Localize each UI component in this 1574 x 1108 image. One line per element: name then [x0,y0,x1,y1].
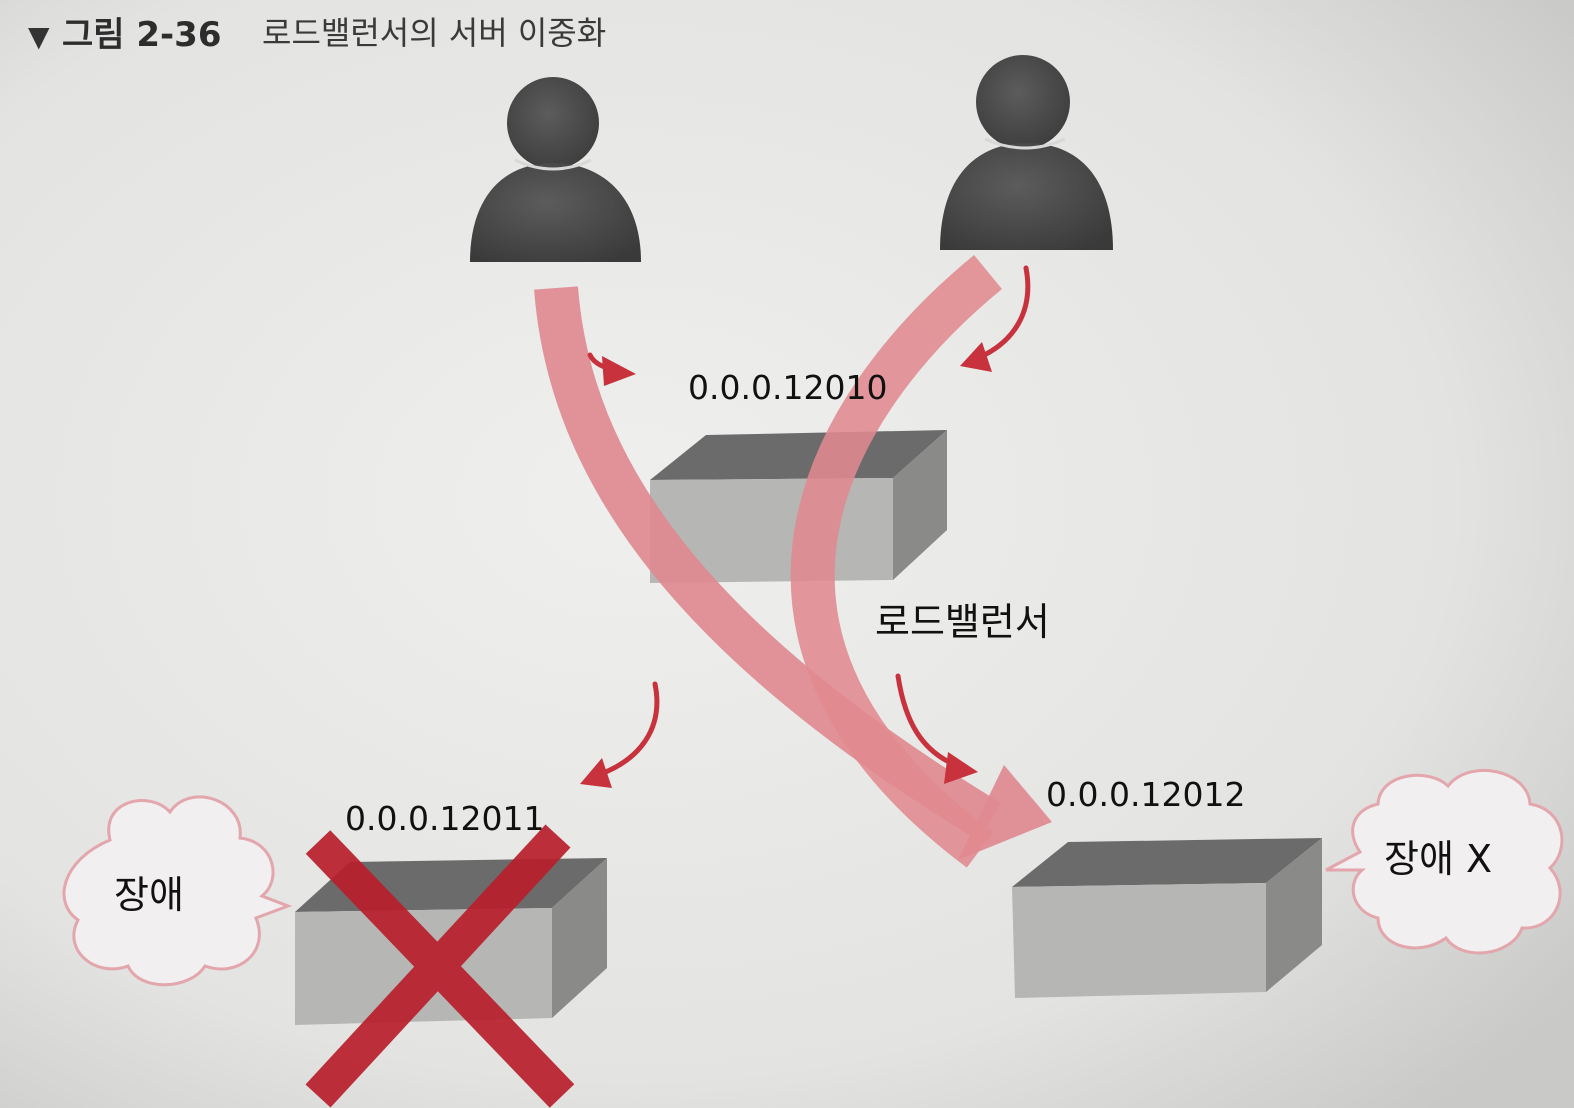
arrowhead-icon [580,758,612,788]
healthy-server-box [1012,838,1322,998]
load-balancer-ip: 0.0.0.12010 [688,368,887,407]
user-icon [470,77,641,262]
failure-cross-icon [305,824,575,1108]
arrowhead-icon [602,356,636,386]
healthy-status-bubble [1325,769,1564,955]
arrowhead-icon [944,752,978,784]
load-balancer-label: 로드밸런서 [875,600,1050,644]
failed-status-text: 장애 [114,873,184,917]
figure-caption: ▼ 그림 2-36 로드밸런서의 서버 이중화 [28,14,606,55]
traffic-arrow-right-user [790,255,1002,868]
healthy-status-text: 장애 X [1384,837,1492,881]
healthy-server-ip: 0.0.0.12012 [1046,775,1245,814]
request-arrow-icon [975,265,1031,361]
caption-number: 그림 2-36 [62,15,221,55]
failed-status-bubble [62,795,293,987]
caption-marker: ▼ [28,20,50,53]
user-icon [940,55,1113,250]
forward-arrow-icon [595,681,660,778]
failed-server-ip: 0.0.0.12011 [345,799,544,838]
arrowhead-icon [960,342,992,372]
caption-title: 로드밸런서의 서버 이중화 [262,14,606,52]
